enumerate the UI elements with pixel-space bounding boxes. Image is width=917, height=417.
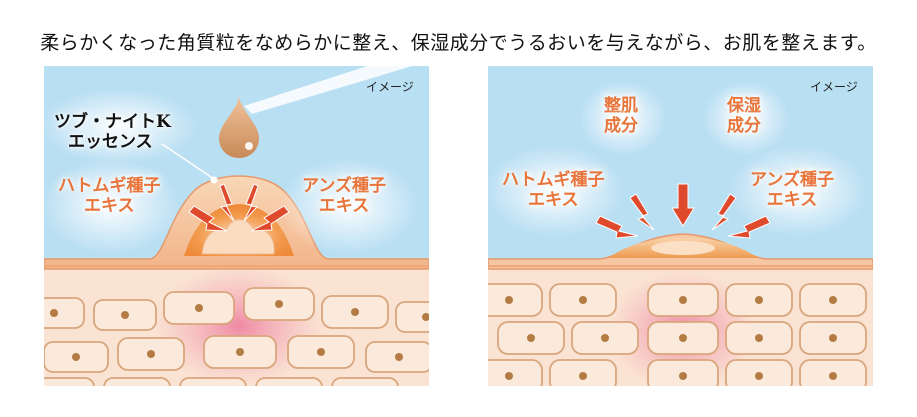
essence-leader-line [161,143,215,180]
apricot-seed-extract-label: アンズ種子 エキス [302,176,386,216]
hatomugi-line-2: エキス [84,196,135,216]
essence-label-line-2: エッセンス [68,132,153,152]
cell-nuclei [505,296,837,380]
skin-conditioning-component-label: 整肌 成分 [604,96,638,136]
skin-conditioning-line-1: 整肌 [604,96,638,116]
skin-conditioning-line-2: 成分 [604,116,638,136]
hatomugi-line-2: エキス [528,190,579,210]
apricot-seed-extract-label: アンズ種子 エキス [750,170,834,210]
dropper-tip [244,66,413,114]
arrows [595,183,771,239]
arrows [188,183,290,232]
image-badge: イメージ [810,80,858,94]
hatomugi-seed-extract-label: ハトムギ種子 エキス [58,176,161,216]
apricot-line-1: アンズ種子 [750,170,834,190]
skin-cells [488,283,867,386]
left-diagram-panel: イメージ ツブ・ナイトK エッセンス ハトムギ種子 エキス アンズ種子 エキス [44,66,429,386]
apricot-line-2: エキス [766,190,818,210]
right-diagram-panel: イメージ 整肌 成分 保湿 成分 ハトムギ種子 エキス アンズ種子 エキス [488,66,873,386]
essence-label-line-1: ツブ・ナイトK [54,112,171,132]
apricot-line-1: アンズ種子 [302,176,386,196]
essence-label: ツブ・ナイトK エッセンス [54,112,171,152]
hatomugi-seed-extract-label: ハトムギ種子 エキス [502,170,605,210]
image-badge: イメージ [366,80,414,94]
keratin-lump [201,219,275,255]
right-diagram-illustration [488,66,873,386]
hatomugi-line-1: ハトムギ種子 [58,176,161,196]
moisturizing-line-2: 成分 [727,116,761,136]
moisturizing-component-label: 保湿 成分 [727,96,761,136]
moisturizing-line-1: 保湿 [727,96,761,116]
left-diagram-illustration [44,66,429,386]
smoothed-core [651,241,715,255]
apricot-line-2: エキス [318,196,370,216]
hatomugi-line-1: ハトムギ種子 [502,170,605,190]
cell-nuclei [50,300,429,361]
headline: 柔らかくなった角質粒をなめらかに整え、保湿成分でうるおいを与えながら、お肌を整え… [40,32,877,54]
